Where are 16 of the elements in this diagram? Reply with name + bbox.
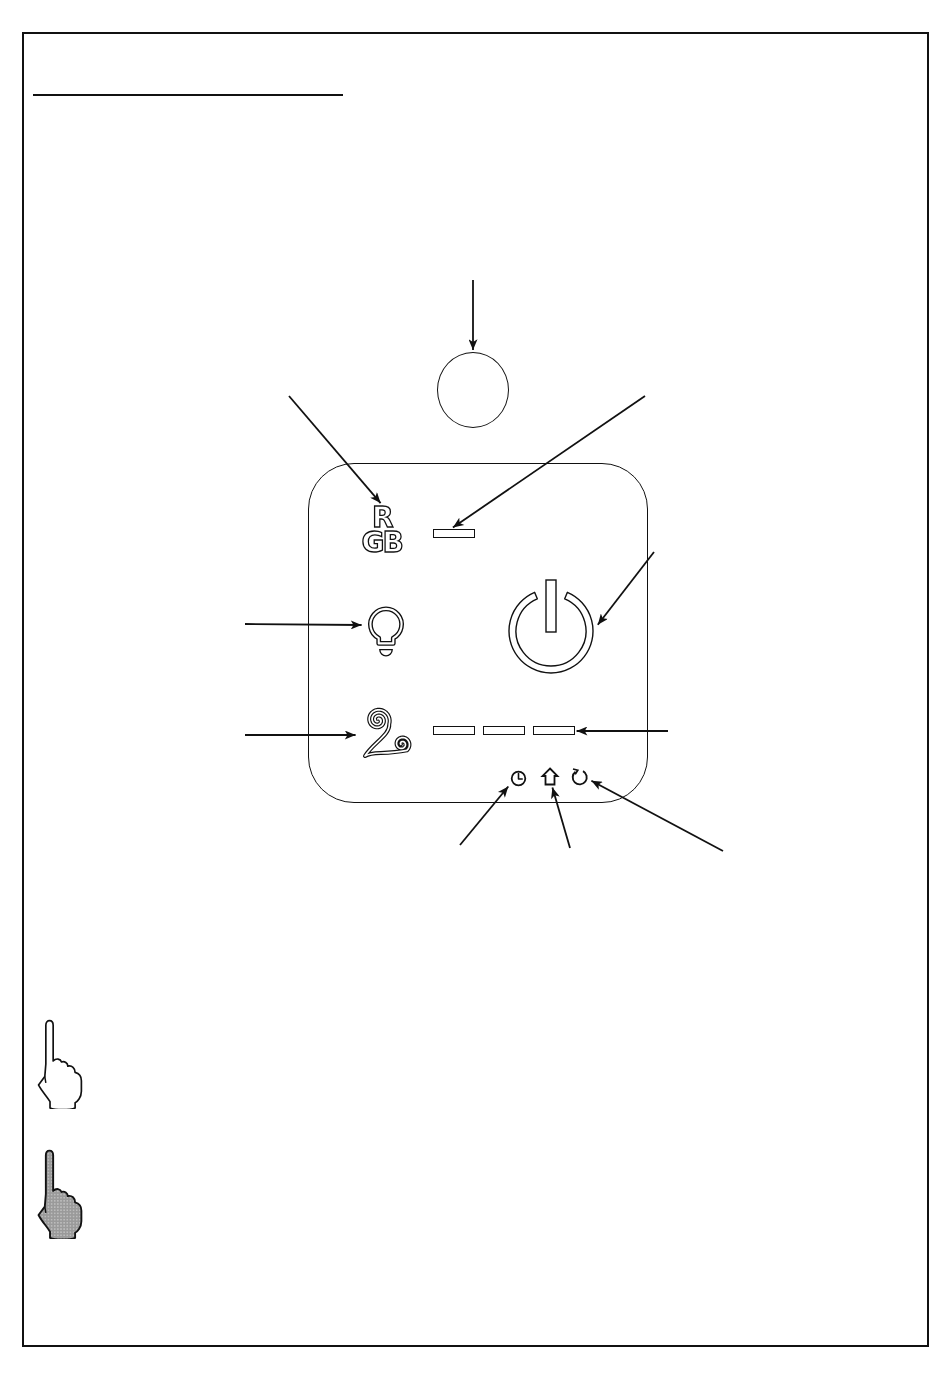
indicator-bar <box>432 528 475 538</box>
indicator-bar <box>432 725 475 735</box>
leader-arrow <box>244 730 357 740</box>
rgb-label: R GB <box>361 504 402 557</box>
leader-arrow <box>551 786 571 849</box>
indicator-bar <box>532 725 575 735</box>
control-panel <box>308 463 648 803</box>
leader-arrow <box>575 726 669 736</box>
leader-arrow <box>468 279 478 351</box>
leader-arrow <box>596 551 655 626</box>
leader-arrow <box>590 779 724 852</box>
indicator-bar <box>482 725 525 735</box>
leader-arrow <box>288 395 382 504</box>
leader-arrow <box>452 395 646 529</box>
leader-arrow <box>459 785 510 846</box>
leader-arrow <box>244 620 363 630</box>
